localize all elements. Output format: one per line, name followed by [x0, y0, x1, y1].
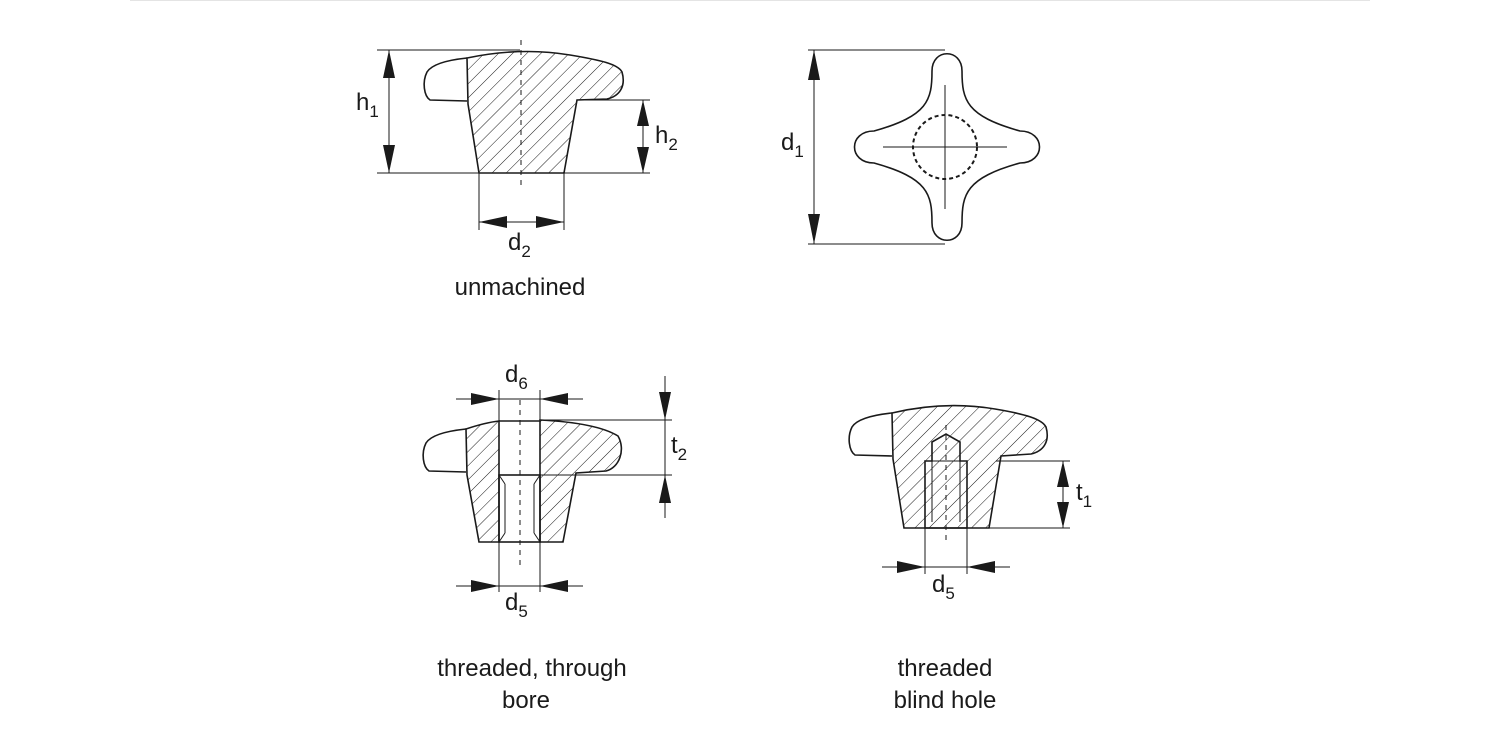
label-d5: d5: [932, 571, 955, 603]
arrow-d1-top: [808, 50, 820, 80]
knob-left-lobe: [422, 428, 467, 473]
section-hatched: [891, 404, 1048, 529]
view-top: d1: [781, 49, 1041, 245]
thread-chamfer: [498, 532, 506, 543]
thread-chamfer: [498, 474, 506, 485]
label-t2: t2: [671, 432, 687, 464]
arrow-d2-right: [536, 216, 564, 228]
view-blind-hole: t1 d5 threaded blind hole: [848, 404, 1092, 714]
arrow-t1-bottom: [1057, 502, 1069, 528]
arrow-d2-left: [479, 216, 507, 228]
caption-through-line2: bore: [502, 687, 550, 714]
caption-blind-line1: threaded: [898, 655, 993, 682]
arrow-h1-bottom: [383, 145, 395, 173]
section-left-hatched: [465, 420, 500, 543]
arrow-d1-bottom: [808, 214, 820, 244]
thread-chamfer: [533, 532, 541, 543]
label-t1: t1: [1076, 479, 1092, 511]
label-d6: d6: [505, 361, 528, 393]
caption-blind-line2: blind hole: [894, 687, 997, 714]
arrow-d5-right: [540, 580, 568, 592]
view-unmachined: h1 h2 d2 unmachined: [356, 40, 678, 301]
arrow-d5-left: [471, 580, 499, 592]
knob-left-lobe: [848, 412, 893, 457]
label-h1: h1: [356, 89, 379, 121]
arrow-d6-left: [471, 393, 499, 405]
knob-left-lobe: [423, 57, 468, 102]
arrow-t1-top: [1057, 461, 1069, 487]
arrow-h2-top: [637, 100, 649, 126]
thread-chamfer: [533, 474, 541, 485]
arrow-d5-right: [967, 561, 995, 573]
arrow-t2-bottom: [659, 475, 671, 503]
label-d5: d5: [505, 589, 528, 621]
caption-unmachined: unmachined: [455, 274, 586, 301]
label-h2: h2: [655, 122, 678, 154]
arrow-d6-right: [540, 393, 568, 405]
star-knob-outline: [853, 53, 1041, 241]
arrow-h2-bottom: [637, 147, 649, 173]
label-d1: d1: [781, 129, 804, 161]
arrow-t2-top: [659, 392, 671, 420]
knob-section-hatched: [466, 50, 624, 174]
caption-through-line1: threaded, through: [437, 655, 626, 682]
arrow-d5-left: [897, 561, 925, 573]
label-d2: d2: [508, 229, 531, 261]
section-right-hatched: [539, 419, 623, 543]
top-divider: [130, 0, 1370, 1]
arrow-h1-top: [383, 50, 395, 78]
view-through-bore: d6 d5 t2 threaded, through bore: [422, 361, 687, 714]
